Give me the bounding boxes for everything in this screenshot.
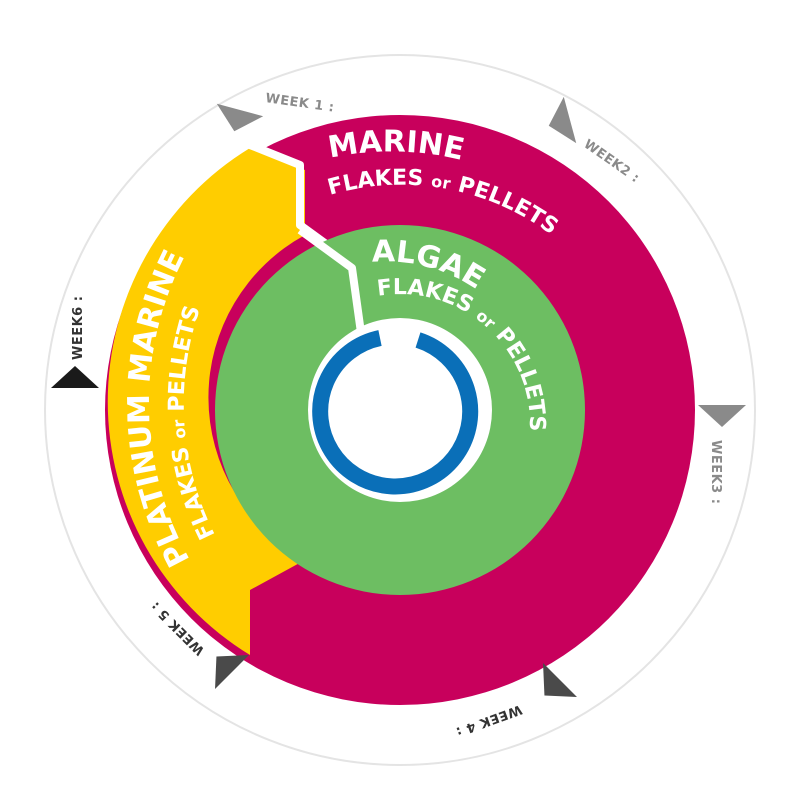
week-3-marker [698, 405, 746, 427]
platinum-ring [107, 148, 305, 655]
week-6-marker [51, 366, 99, 388]
week-6-label: WEEK6 : [71, 296, 86, 360]
week-2-marker [548, 96, 577, 144]
separator-line-inner [297, 226, 366, 341]
week-1-marker [216, 103, 264, 132]
center-blue-ring [312, 330, 479, 495]
week-3-label: WEEK3 : [708, 440, 723, 504]
week-5-marker [215, 655, 249, 689]
